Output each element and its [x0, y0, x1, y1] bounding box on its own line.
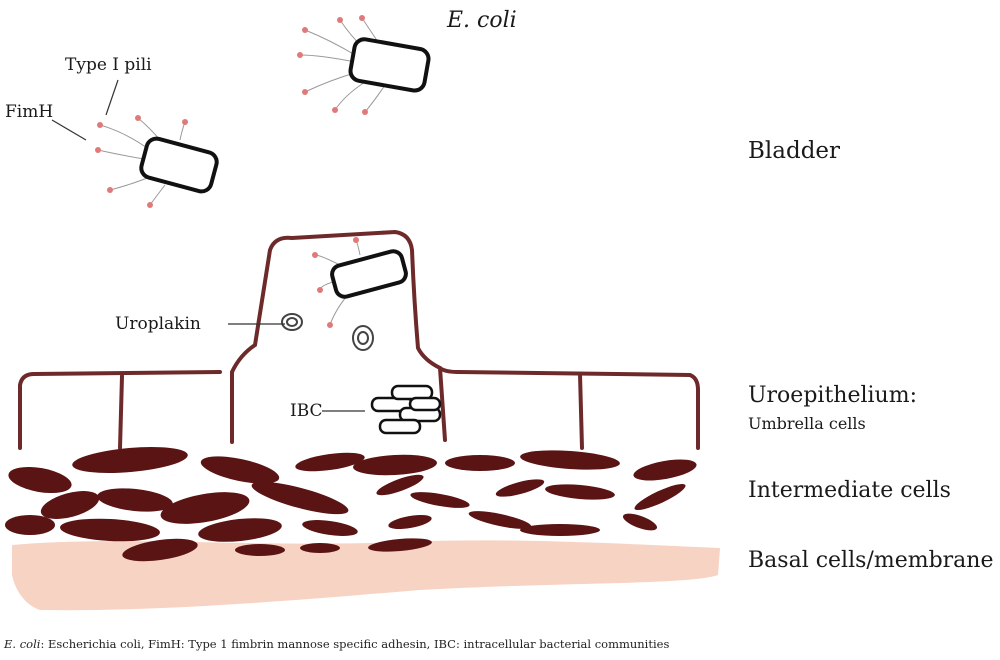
basal-membrane: [12, 540, 720, 611]
uroplakin-vesicles: [281, 313, 374, 351]
bladder-label: Bladder: [748, 138, 841, 164]
ibc-label: IBC: [290, 401, 323, 421]
caption-definitions: : Escherichia coli, FimH: Type 1 fimbrin…: [40, 637, 670, 651]
intermediate-cell-nuclei: [5, 447, 697, 562]
basal-cells-label: Basal cells/membrane: [748, 548, 994, 573]
type1-pili-label: Type I pili: [65, 55, 152, 75]
caption-abbr-ecoli: E. coli: [4, 637, 41, 651]
ecoli-bacterium-top: [297, 15, 431, 115]
figure-caption: E. coli: Escherichia coli, FimH: Type 1 …: [4, 637, 669, 651]
ibc-cluster: [370, 384, 442, 435]
uroepithelium-label: Uroepithelium:: [748, 383, 917, 408]
ecoli-bacterium-left: [95, 115, 219, 208]
uroplakin-label: Uroplakin: [115, 314, 201, 334]
umbrella-cell-membranes: [18, 229, 700, 450]
fimh-label: FimH: [5, 102, 54, 122]
ecoli-label: E. coli: [447, 8, 517, 33]
intermediate-cells-label: Intermediate cells: [748, 478, 951, 503]
leader-lines: [51, 79, 365, 412]
umbrella-cells-label: Umbrella cells: [748, 414, 866, 433]
ecoli-bacterium-attached: [312, 237, 408, 328]
